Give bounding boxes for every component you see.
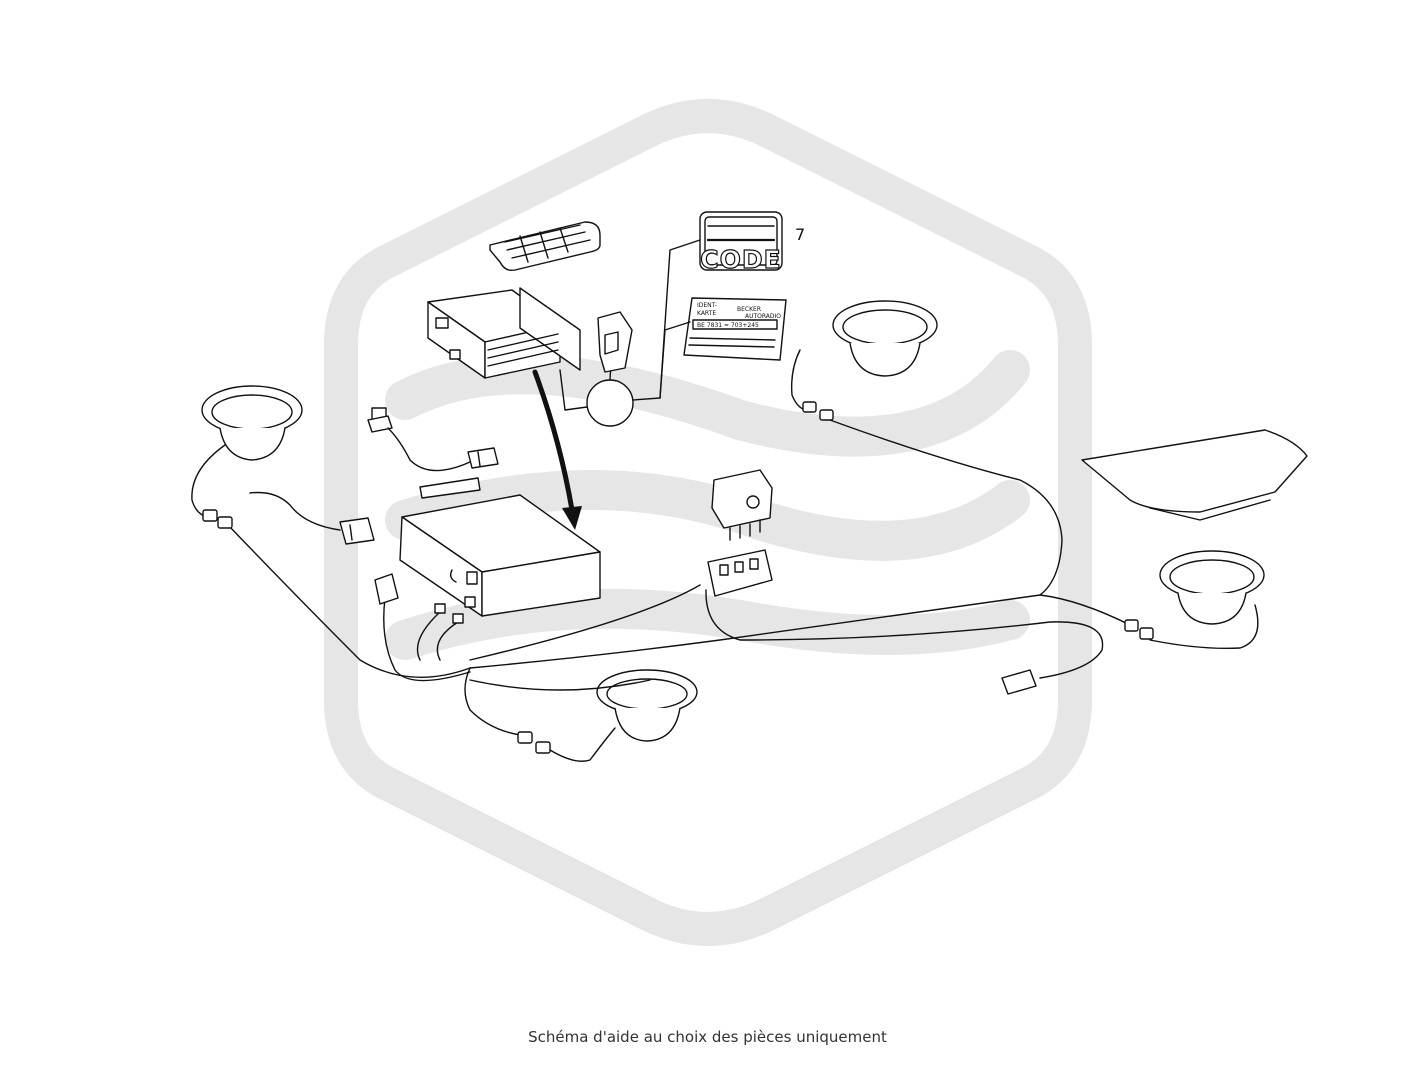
speaker-rear-left bbox=[596, 669, 698, 742]
mounting-bracket bbox=[597, 311, 633, 373]
ident-title-1: IDENT- bbox=[697, 302, 717, 309]
speaker-front-left bbox=[201, 385, 303, 461]
reference-circle bbox=[559, 239, 701, 427]
parcel-shelf bbox=[1081, 429, 1308, 513]
install-arrow bbox=[532, 369, 582, 530]
radio-unit bbox=[427, 287, 581, 379]
clip-strip bbox=[419, 477, 481, 499]
ident-serial: BE 7831 = 703+245 bbox=[697, 322, 759, 329]
inline-connectors bbox=[202, 401, 1154, 754]
ident-card: IDENT- KARTE BECKER AUTORADIO BE 7831 = … bbox=[683, 297, 787, 361]
iso-plug bbox=[707, 549, 773, 597]
speaker-lead-left bbox=[249, 491, 375, 545]
speaker-front-right bbox=[832, 300, 938, 377]
radio-housing bbox=[399, 494, 601, 617]
speaker-rear-right bbox=[1159, 550, 1265, 625]
diagram-caption: Schéma d'aide au choix des pièces unique… bbox=[528, 1028, 887, 1046]
wiring-harness bbox=[191, 349, 1259, 762]
ident-brand: BECKER bbox=[737, 306, 761, 313]
code-label: CODE bbox=[700, 245, 781, 274]
antenna-cable bbox=[367, 407, 499, 472]
callout-7: 7 bbox=[795, 225, 805, 244]
ident-brand-sub: AUTORADIO bbox=[745, 313, 781, 320]
remote-control bbox=[489, 221, 601, 272]
iso-connector-block bbox=[711, 469, 773, 541]
code-card: CODE bbox=[699, 211, 783, 275]
ident-title-2: KARTE bbox=[697, 310, 716, 317]
